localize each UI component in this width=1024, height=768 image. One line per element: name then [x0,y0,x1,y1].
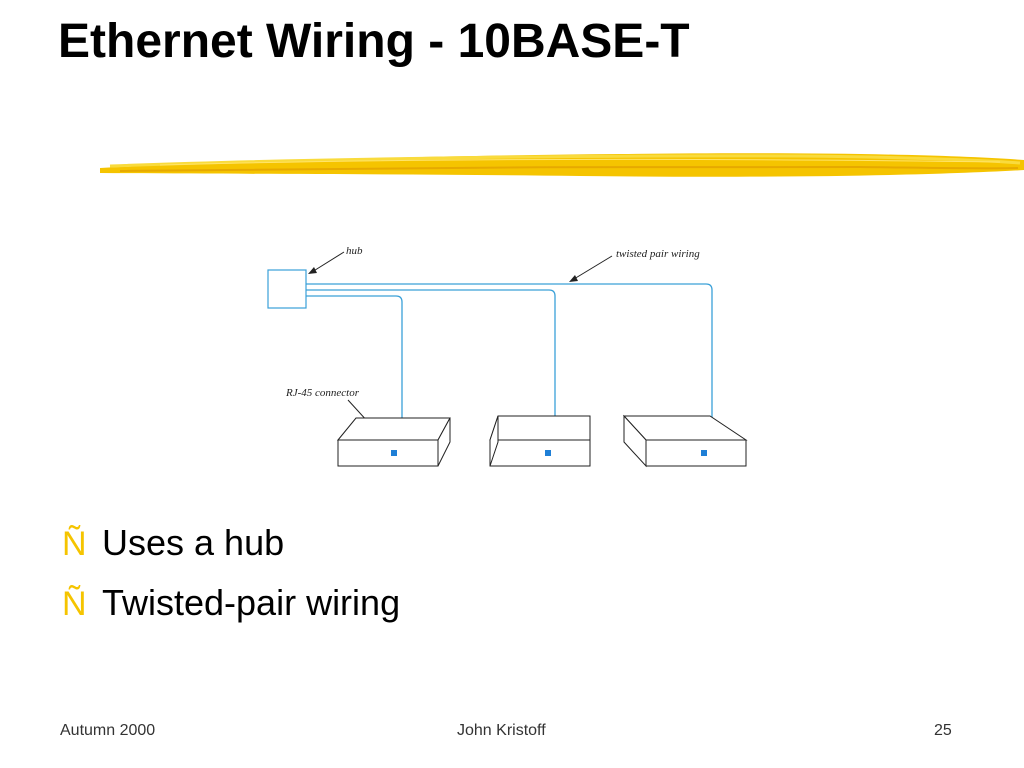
bullet-text: Twisted-pair wiring [102,582,401,623]
footer-author: John Kristoff [457,722,546,739]
wire-to-workstation-1 [306,295,403,452]
footer-date: Autumn 2000 [60,722,156,739]
wiring-arrow [573,255,613,280]
title-underline-brushstroke [100,153,1024,177]
slide-title: Ethernet Wiring - 10BASE-T [58,15,690,68]
bullet-item: Ñ Twisted-pair wiring [62,582,400,642]
bullet-marker-icon: Ñ [62,525,87,563]
wiring-arrowhead [569,275,578,282]
network-wiring-diagram: hub twisted pair wiring RJ-45 connector [267,245,748,468]
hub-arrowhead [308,267,317,274]
wire-to-workstation-2 [306,289,556,452]
workstation-3 [622,414,748,468]
rj45-connector-3 [701,450,707,456]
bullet-item: Ñ Uses a hub [62,522,400,582]
bullet-marker-icon: Ñ [62,585,87,623]
wire-to-workstation-3 [306,283,713,452]
rj45-connector-2 [545,450,551,456]
twisted-pair-label: twisted pair wiring [616,248,700,260]
bullet-list: Ñ Uses a hub Ñ Twisted-pair wiring [62,522,400,642]
hub-box [267,269,307,309]
rj45-connector-1 [391,450,397,456]
hub-arrow [311,251,345,273]
rj45-connector-label: RJ-45 connector [285,387,360,399]
workstation-2 [489,415,591,467]
slide-page-number: 25 [934,722,952,739]
bullet-text: Uses a hub [102,522,285,563]
hub-label: hub [346,245,363,257]
workstation-1 [336,417,451,467]
